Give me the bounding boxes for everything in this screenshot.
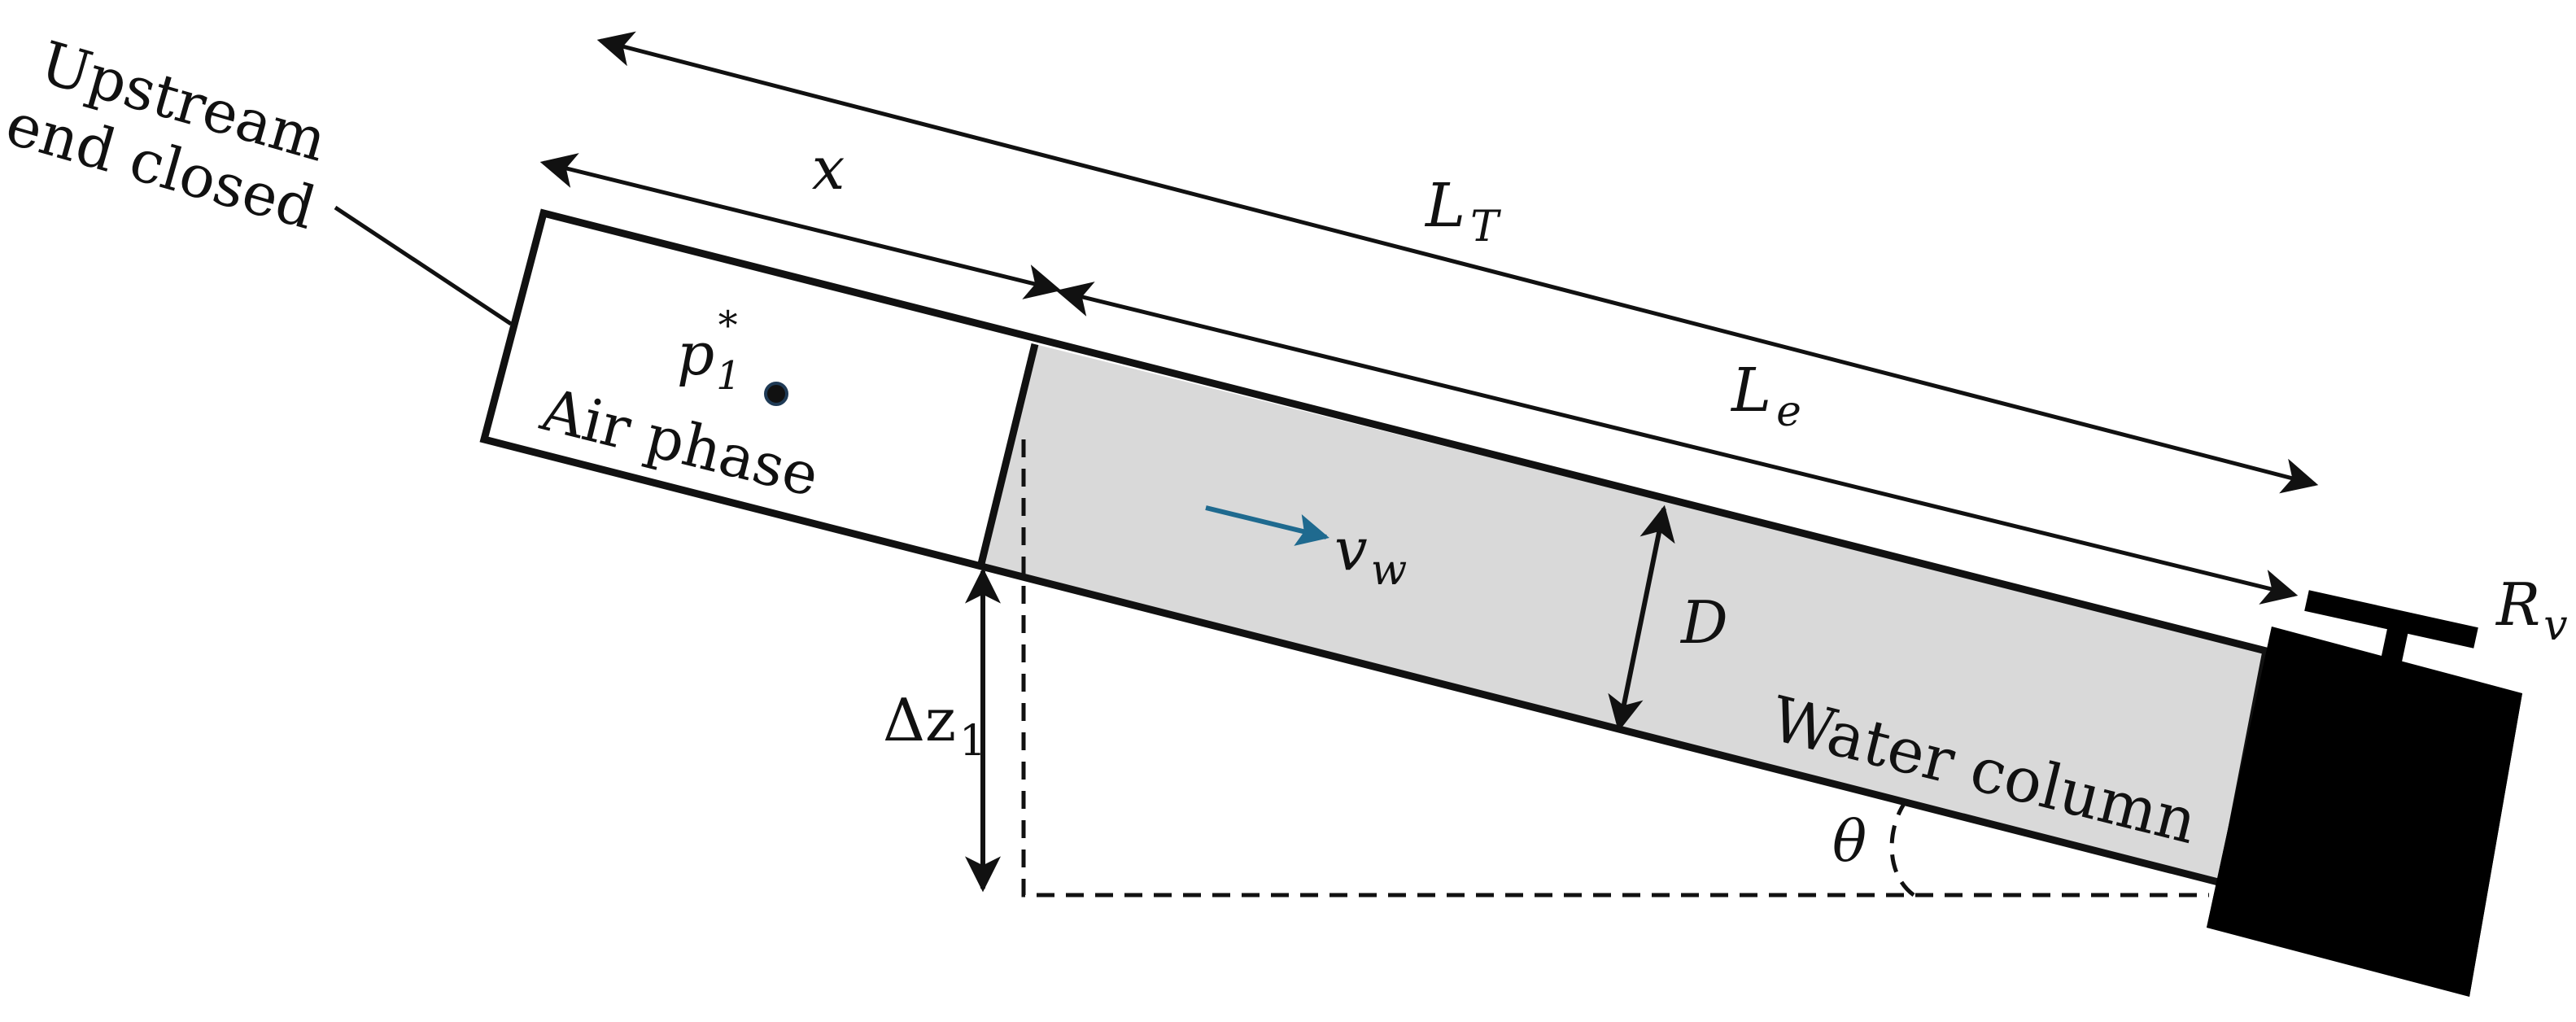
pressure-label-sup: * bbox=[718, 303, 738, 348]
x-label: x bbox=[812, 134, 845, 203]
x-dimension-arrow bbox=[539, 153, 1062, 299]
theta-label: θ bbox=[1832, 808, 1867, 875]
pressure-label: p1 * bbox=[677, 303, 741, 399]
pressure-label-main: p bbox=[677, 320, 714, 388]
Le-label-main: L bbox=[1730, 356, 1771, 426]
elevation-label-sub: 1 bbox=[959, 717, 986, 766]
LT-dimension-arrow bbox=[596, 31, 2319, 494]
velocity-label: vw bbox=[1334, 515, 1407, 595]
Le-dimension-arrow bbox=[1055, 282, 2299, 605]
valve-icon bbox=[2207, 590, 2522, 997]
pressure-point-marker bbox=[764, 382, 788, 406]
resistance-label: Rv bbox=[2495, 570, 2568, 650]
elevation-label: Δz1 bbox=[883, 686, 986, 766]
D-dimension-arrow bbox=[1608, 504, 1675, 732]
velocity-label-main: v bbox=[1334, 515, 1368, 583]
velocity-label-sub: w bbox=[1371, 546, 1408, 595]
pressure-label-sub: 1 bbox=[716, 353, 741, 399]
theta-arc bbox=[1889, 800, 1915, 898]
LT-label-main: L bbox=[1424, 171, 1465, 241]
resistance-label-main: R bbox=[2495, 570, 2540, 639]
diameter-label: D bbox=[1679, 588, 1728, 657]
upstream-leader-line bbox=[334, 205, 513, 326]
dashed-reference-lines bbox=[1021, 439, 2209, 898]
resistance-label-sub: v bbox=[2543, 601, 2567, 650]
upstream-end-label: Upstream end closed bbox=[0, 28, 334, 242]
velocity-arrow bbox=[1205, 505, 1329, 546]
elevation-label-main: Δz bbox=[883, 686, 956, 754]
Le-label-sub: e bbox=[1776, 387, 1801, 436]
LT-label-sub: T bbox=[1470, 203, 1501, 251]
